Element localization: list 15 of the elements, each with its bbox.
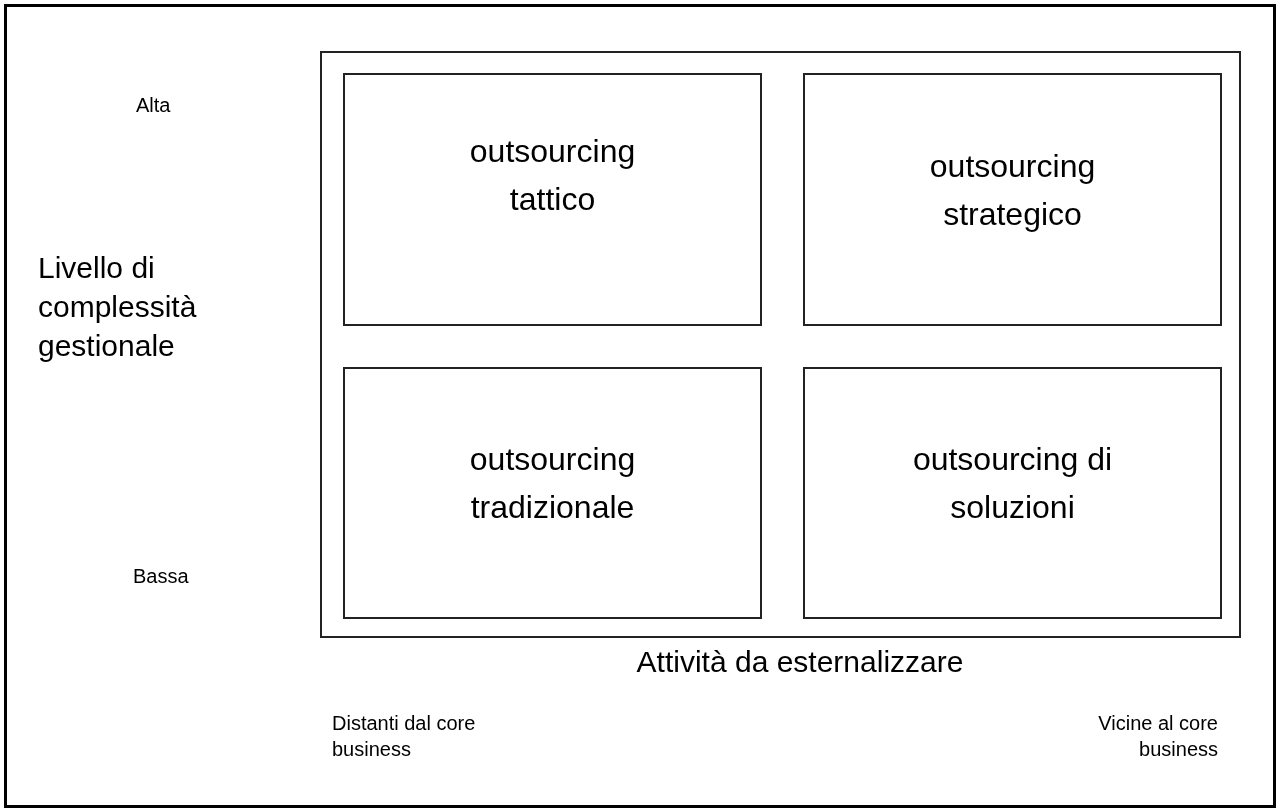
axis-label: Bassa — [133, 564, 190, 589]
matrix-frame — [320, 51, 1241, 638]
axis-label: Alta — [136, 93, 172, 118]
axis-label: Attività da esternalizzare — [635, 644, 965, 680]
axis-label: Distanti dal core business — [332, 711, 477, 762]
quadrant-box — [343, 367, 762, 619]
quadrant-label: outsourcing tradizionale — [468, 440, 637, 527]
quadrant-box — [803, 73, 1222, 326]
axis-label: Vicine al core business — [1097, 711, 1218, 762]
quadrant-label: outsourcing di soluzioni — [912, 440, 1113, 527]
quadrant-box — [343, 73, 762, 326]
axis-label: Livello di complessità gestionale — [38, 250, 198, 364]
quadrant-box — [803, 367, 1222, 619]
quadrant-label: outsourcing strategico — [928, 146, 1097, 234]
quadrant-label: outsourcing tattico — [468, 131, 637, 219]
